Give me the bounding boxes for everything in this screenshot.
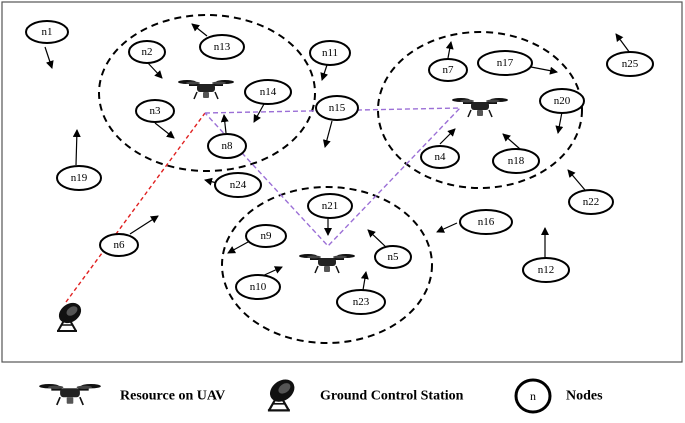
node-n6: n6 [99, 233, 139, 257]
node-label: n5 [388, 251, 400, 263]
arrow-n17 [530, 66, 558, 75]
node-n2: n2 [128, 40, 166, 64]
arrow-n16 [436, 222, 458, 233]
node-label: n15 [329, 102, 346, 114]
node-n16: n16 [459, 209, 513, 235]
ground-control-station-icon [264, 373, 300, 412]
uav-drone-icon [177, 79, 235, 100]
node-label: n17 [497, 57, 514, 69]
node-n7: n7 [428, 58, 468, 82]
ground-control-station-icon [54, 297, 86, 332]
cluster-boundary-right [377, 31, 583, 189]
uav-drone-icon [451, 97, 509, 118]
node-n14: n14 [244, 79, 292, 105]
arrow-n7 [445, 41, 454, 59]
node-n1: n1 [25, 20, 69, 44]
legend-node-symbol-circle [514, 378, 552, 414]
node-n9: n9 [245, 224, 287, 248]
cluster-boundary-bottom [221, 186, 433, 344]
arrow-n25 [615, 33, 631, 54]
arrow-n5 [367, 229, 388, 249]
node-n22: n22 [568, 189, 614, 215]
node-label: n19 [71, 172, 88, 184]
node-n5: n5 [374, 245, 412, 269]
legend-uav-label: Resource on UAV [120, 389, 225, 404]
node-label: n2 [142, 46, 153, 58]
node-label: n11 [322, 47, 338, 59]
node-n19: n19 [56, 165, 102, 191]
arrow-n11 [320, 64, 329, 81]
node-label: n8 [222, 140, 234, 152]
node-n12: n12 [522, 257, 570, 283]
node-label: n21 [322, 200, 339, 212]
node-label: n16 [478, 216, 495, 228]
arrow-n2 [146, 61, 163, 79]
node-arrows [44, 23, 631, 291]
node-n21: n21 [307, 193, 353, 219]
node-label: n18 [508, 155, 525, 167]
node-n24: n24 [214, 172, 262, 198]
node-label: n3 [150, 105, 162, 117]
node-n4: n4 [420, 145, 460, 169]
uav-drone-icon [298, 253, 356, 274]
node-label: n20 [554, 95, 571, 107]
node-n20: n20 [539, 88, 585, 114]
node-label: n10 [250, 281, 267, 293]
arrow-n23 [360, 271, 369, 291]
node-label: n7 [443, 64, 455, 76]
node-n17: n17 [477, 50, 533, 76]
node-label: n12 [538, 264, 555, 276]
arrow-n3 [154, 122, 175, 139]
node-label: n9 [261, 230, 273, 242]
arrow-n15 [322, 120, 333, 148]
legend-node-symbol: n [530, 389, 536, 403]
node-n11: n11 [309, 40, 351, 66]
node-n25: n25 [606, 51, 654, 77]
arrow-n9 [227, 241, 249, 254]
arrow-n4 [439, 128, 456, 145]
node-n13: n13 [199, 34, 245, 60]
arrow-n8 [220, 114, 229, 134]
node-n18: n18 [492, 148, 540, 174]
node-label: n24 [230, 179, 247, 191]
node-label: n13 [214, 41, 231, 53]
node-label: n4 [435, 151, 447, 163]
node-label: n1 [42, 26, 53, 38]
node-n10: n10 [235, 274, 281, 300]
node-n15: n15 [315, 95, 359, 121]
arrow-n19 [72, 129, 81, 166]
legend-gcs-label: Ground Control Station [320, 389, 464, 404]
arrow-n6 [129, 215, 159, 235]
node-label: n22 [583, 196, 600, 208]
node-label: n23 [353, 296, 370, 308]
node-label: n25 [622, 58, 639, 70]
ground-to-uav-link [65, 112, 206, 303]
arrow-n14 [253, 103, 265, 123]
arrow-n20 [555, 111, 564, 134]
node-label: n6 [114, 239, 126, 251]
arrow-n13 [191, 23, 208, 37]
node-n8: n8 [207, 133, 247, 159]
arrow-n18 [502, 133, 521, 150]
node-label: n14 [260, 86, 277, 98]
legend-nodes-label: Nodes [566, 389, 603, 404]
arrow-n1 [44, 46, 54, 69]
cluster-boundary-left [98, 14, 316, 172]
node-n3: n3 [135, 99, 175, 123]
uav-triangle-link [204, 107, 462, 248]
uav-drone-icon [38, 382, 102, 406]
diagram-frame [1, 1, 683, 363]
node-n23: n23 [336, 289, 386, 315]
legend: Resource on UAV Ground Control Station n… [38, 373, 603, 414]
arrow-n22 [567, 169, 586, 191]
